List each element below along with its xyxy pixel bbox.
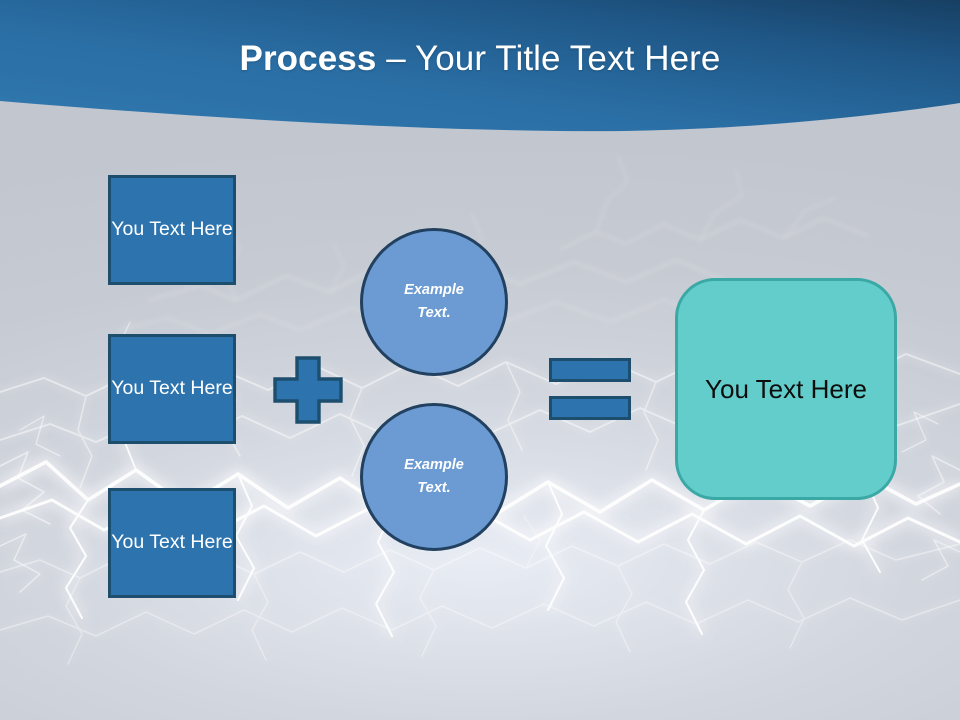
factor-circle-1-line2: Text. xyxy=(417,305,451,321)
factor-circle-1-line1: Example xyxy=(404,281,464,298)
equals-icon-bar-top xyxy=(549,358,631,382)
result-box-label: You Text Here xyxy=(705,373,867,404)
factor-circle-2-line2: Text. xyxy=(417,480,451,496)
factor-circle-2-line1: Example xyxy=(404,456,464,473)
plus-icon xyxy=(273,356,343,424)
input-box-2-label: You Text Here xyxy=(111,377,233,400)
input-box-1-label: You Text Here xyxy=(111,218,233,241)
factor-circle-2[interactable]: Example Text. xyxy=(360,403,508,551)
equals-icon xyxy=(549,358,631,420)
input-box-3-label: You Text Here xyxy=(111,531,233,554)
factor-circle-1[interactable]: Example Text. xyxy=(360,228,508,376)
result-box[interactable]: You Text Here xyxy=(675,278,897,500)
input-box-2[interactable]: You Text Here xyxy=(108,334,236,444)
equals-icon-bar-bottom xyxy=(549,396,631,420)
input-box-1[interactable]: You Text Here xyxy=(108,175,236,285)
input-box-3[interactable]: You Text Here xyxy=(108,488,236,598)
